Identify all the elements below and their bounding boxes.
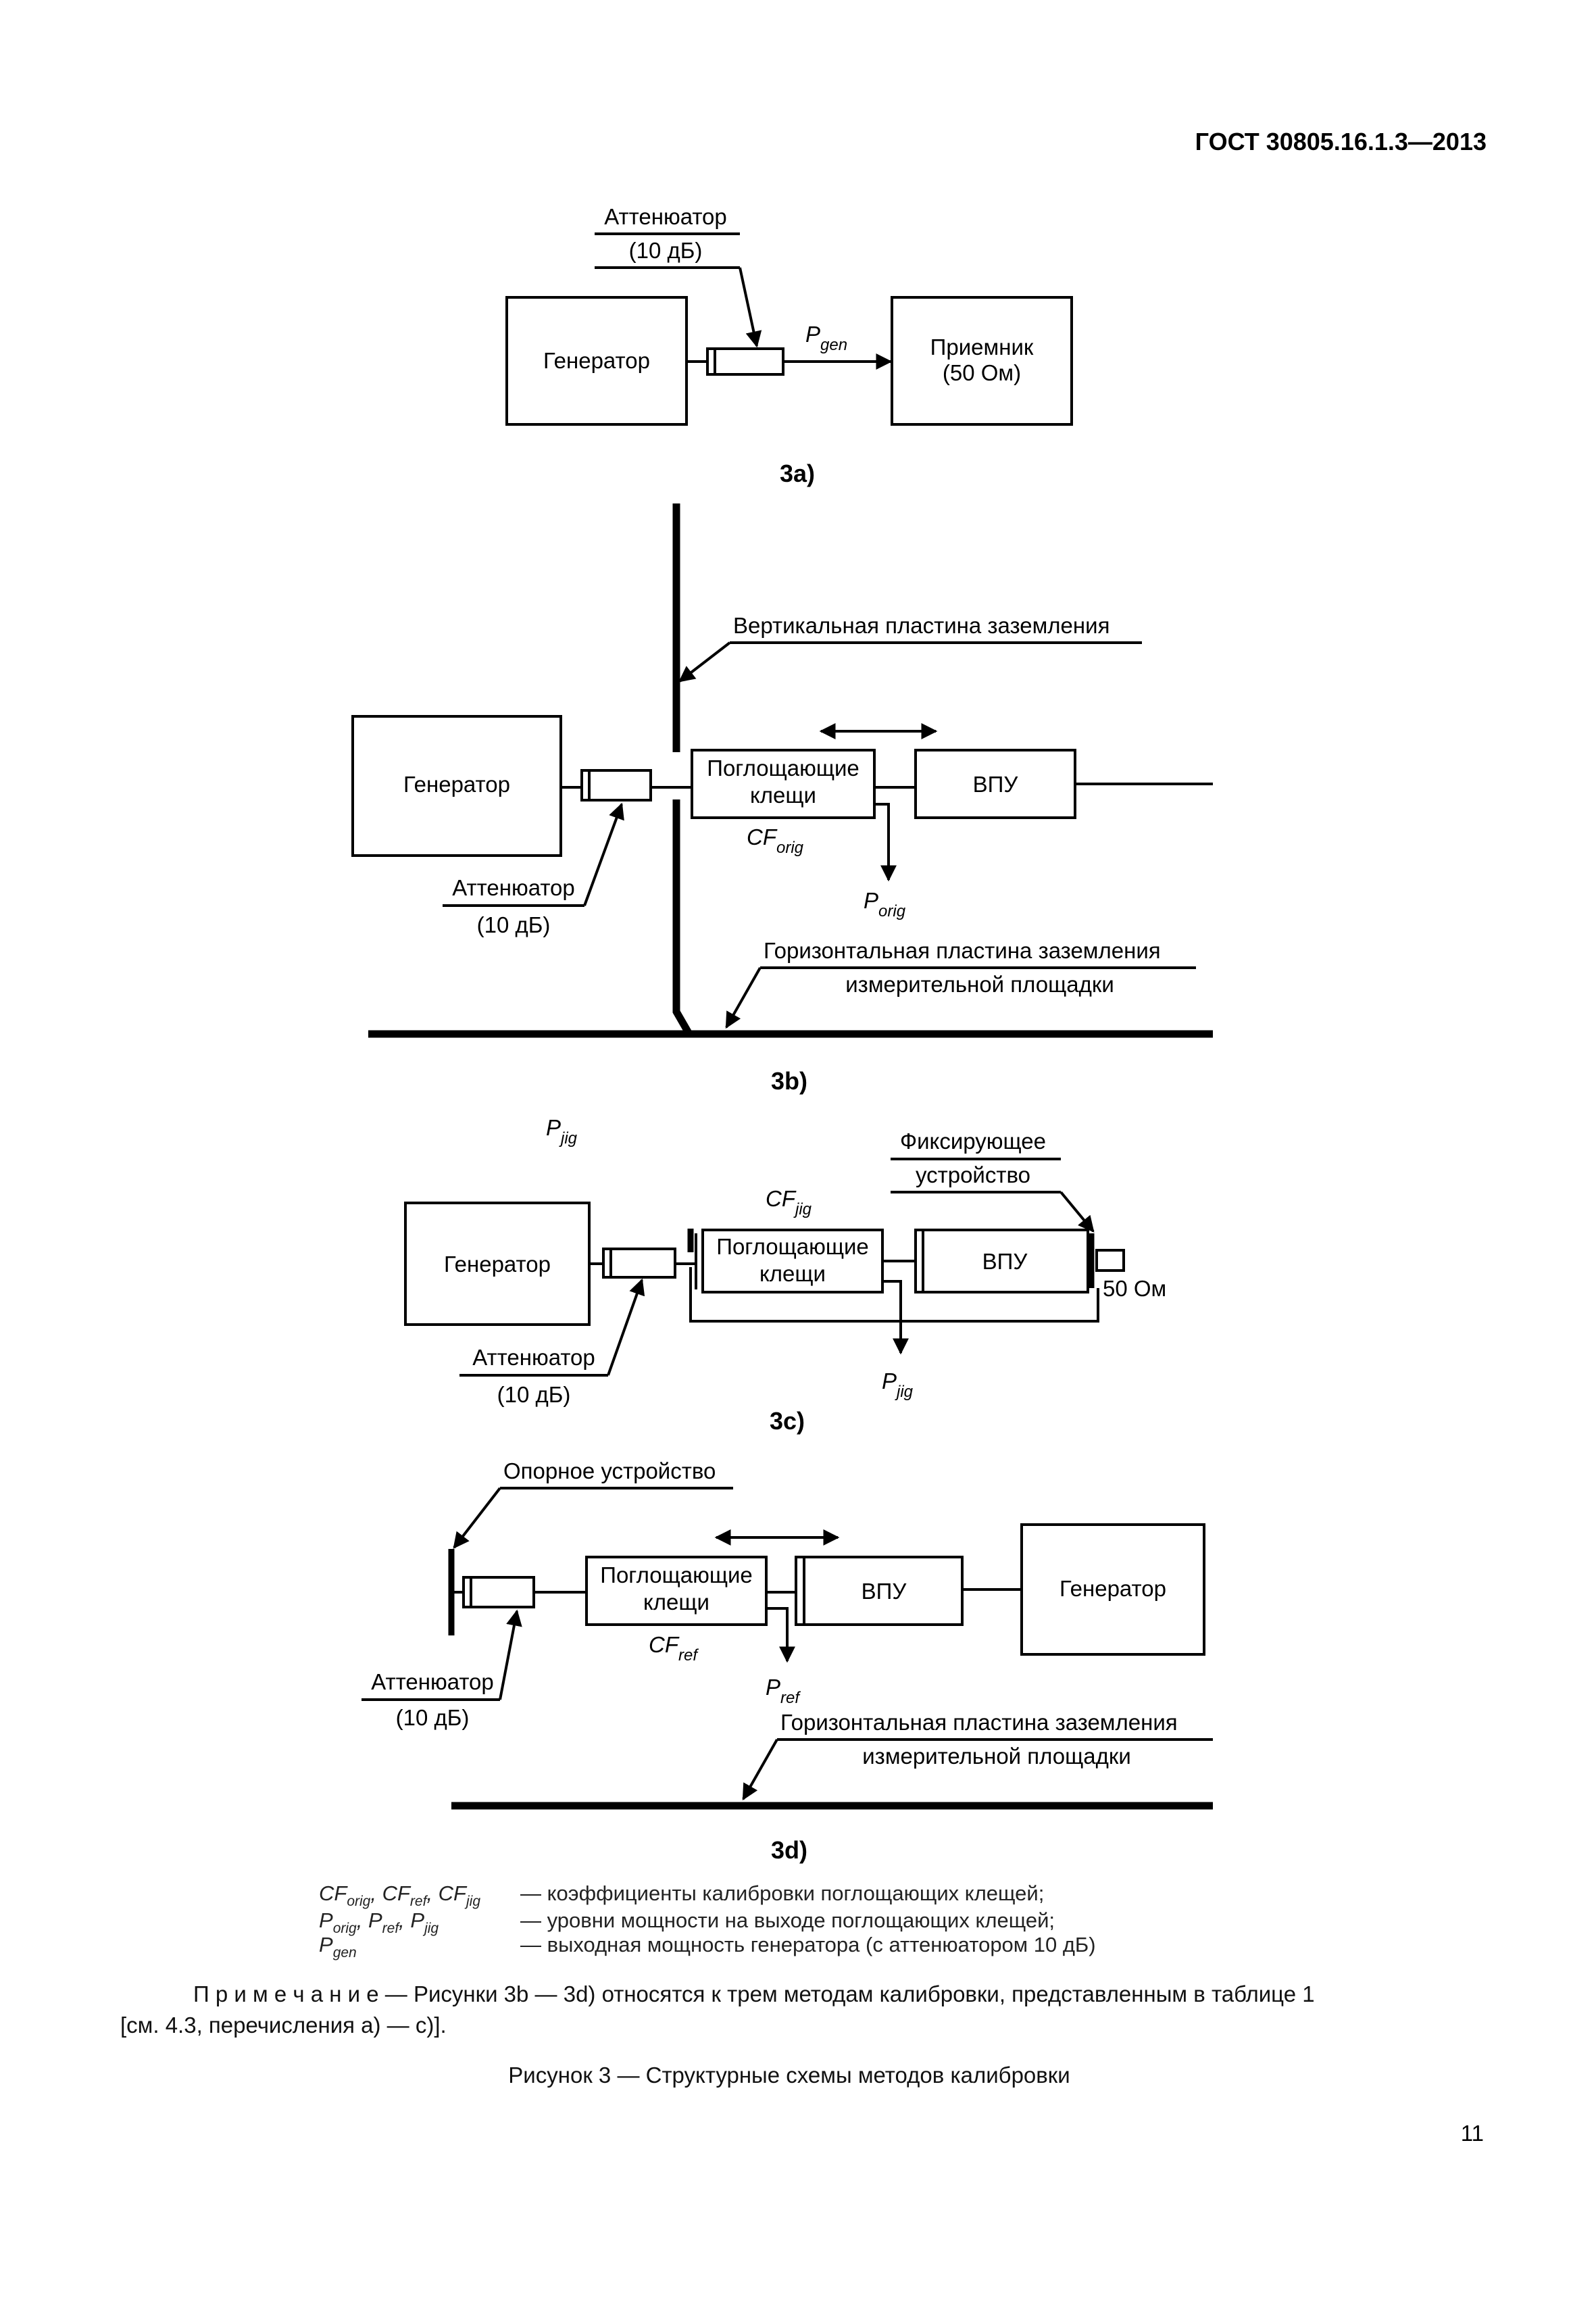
fig3c-attenuator-value: (10 дБ) bbox=[497, 1382, 571, 1407]
fig3d-reference-pointer bbox=[453, 1487, 501, 1549]
fig3c-caption: 3c) bbox=[770, 1407, 805, 1435]
fig3b-caption: 3b) bbox=[771, 1067, 807, 1095]
fig3d-reference-label: Опорное устройство bbox=[503, 1458, 716, 1483]
document-id: ГОСТ 30805.16.1.3—2013 bbox=[1195, 128, 1487, 155]
fig3c-attenuator-block bbox=[602, 1248, 676, 1279]
fig3a-attenuator-value: (10 дБ) bbox=[629, 238, 703, 263]
legend-row2-text: — уровни мощности на выходе поглощающих … bbox=[520, 1908, 1055, 1932]
figure-3a: Аттенюатор (10 дБ) Генератор Pgen Приемн… bbox=[505, 204, 1073, 487]
figure-caption: Рисунок 3 — Структурные схемы методов ка… bbox=[508, 2063, 1070, 2088]
fig3d-vpu-label: ВПУ bbox=[862, 1579, 907, 1604]
fig3b-vpu-box bbox=[914, 749, 1076, 819]
fig3b-attenuator-pointer bbox=[583, 802, 624, 906]
fig3a-attenuator-label: Аттенюатор bbox=[604, 204, 727, 229]
fig3c-generator-label: Генератор bbox=[444, 1252, 551, 1277]
figure-3d: Опорное устройство Поглощающие клещи ВПУ… bbox=[361, 1458, 1213, 1864]
fig3c-vpu-label: ВПУ bbox=[982, 1249, 1028, 1274]
fig3d-vpu-box bbox=[795, 1556, 964, 1626]
fig3b-porig-label: Porig bbox=[864, 888, 906, 920]
fig3b-clamp-box bbox=[691, 749, 876, 819]
fig3c-cfjig-label: CFjig bbox=[766, 1186, 812, 1218]
note-line-2: [см. 4.3, перечисления а) — с)]. bbox=[120, 2013, 447, 2038]
fig3b-horizontal-plane-pointer bbox=[725, 967, 762, 1029]
fig3a-receiver-label-2: (50 Ом) bbox=[943, 360, 1021, 385]
fig3c-clamp-label-2: клещи bbox=[759, 1261, 826, 1286]
fig3c-fixing-label-1: Фиксирующее bbox=[900, 1129, 1046, 1154]
fig3a-receiver-label-1: Приемник bbox=[930, 335, 1034, 360]
fig3c-stray-pjig-label: Pjig bbox=[546, 1115, 578, 1148]
fig3b-horizontal-plane-label-2: измерительной площадки bbox=[845, 972, 1114, 997]
fig3d-horizontal-plane-pointer bbox=[742, 1739, 778, 1801]
note-line-1: П р и м е ч а н и е — Рисунки 3b — 3d) о… bbox=[193, 1981, 1315, 2006]
fig3c-load-label: 50 Ом bbox=[1103, 1276, 1166, 1301]
legend: CForig, CFref, CFjig — коэффициенты кали… bbox=[319, 1881, 1096, 1961]
fig3b-output-arrow bbox=[874, 803, 897, 882]
fig3c-vpu-box bbox=[914, 1229, 1089, 1293]
fig3b-attenuator-label: Аттенюатор bbox=[452, 875, 575, 900]
fig3b-clamp-label-2: клещи bbox=[750, 783, 816, 808]
fig3a-attenuator-block bbox=[706, 347, 784, 376]
fig3b-attenuator-block bbox=[580, 769, 652, 802]
fig3a-generator-box bbox=[505, 296, 688, 426]
legend-row1-text: — коэффициенты калибровки поглощающих кл… bbox=[520, 1881, 1044, 1905]
fig3b-horizontal-plane-label-1: Горизонтальная пластина заземления bbox=[764, 938, 1161, 963]
fig3d-clamp-label-2: клещи bbox=[643, 1589, 709, 1614]
fig3c-attenuator-pointer bbox=[607, 1278, 645, 1376]
legend-row1-terms: CForig, CFref, CFjig bbox=[319, 1881, 480, 1909]
fig3a-receiver-box bbox=[891, 296, 1073, 426]
fig3b-vpu-label: ВПУ bbox=[973, 772, 1019, 797]
fig3a-generator-label: Генератор bbox=[543, 348, 650, 373]
fig3d-cfref-label: CFref bbox=[649, 1632, 699, 1664]
fig3c-output-arrow bbox=[882, 1280, 909, 1355]
fig3d-generator-label: Генератор bbox=[1059, 1576, 1166, 1601]
legend-row2-terms: Porig, Pref, Pjig bbox=[319, 1908, 439, 1936]
fig3a-pgen-label: Pgen bbox=[805, 322, 847, 354]
fig3c-load-block bbox=[1095, 1249, 1125, 1272]
fig3b-vertical-plane-bottom bbox=[672, 799, 693, 1036]
fig3c-fixing-label-2: устройство bbox=[916, 1162, 1030, 1187]
fig3d-generator-box bbox=[1020, 1523, 1205, 1656]
fig3d-attenuator-label: Аттенюатор bbox=[371, 1669, 494, 1694]
fig3d-caption: 3d) bbox=[771, 1836, 807, 1864]
fig3c-attenuator-label: Аттенюатор bbox=[472, 1345, 595, 1370]
fig3a-caption: 3a) bbox=[780, 460, 815, 487]
fig3b-clamp-label-1: Поглощающие bbox=[707, 756, 859, 781]
fig3c-clamp-label-1: Поглощающие bbox=[716, 1234, 869, 1259]
fig3b-vertical-plane-label: Вертикальная пластина заземления bbox=[733, 613, 1109, 638]
page-number: 11 bbox=[1461, 2121, 1484, 2146]
fig3c-generator-box bbox=[404, 1202, 591, 1326]
fig3b-cf-label: CForig bbox=[747, 824, 804, 857]
fig3d-output-arrow bbox=[766, 1607, 795, 1663]
fig3c-jig-frame bbox=[689, 1267, 1099, 1323]
fig3b-vertical-plane-pointer bbox=[678, 641, 731, 683]
fig3a-attenuator-pointer bbox=[739, 267, 762, 348]
figure-3b: Вертикальная пластина заземления Генерат… bbox=[351, 503, 1213, 1095]
fig3c-pjig-label: Pjig bbox=[882, 1368, 914, 1401]
fig3d-attenuator-value: (10 дБ) bbox=[396, 1705, 470, 1730]
fig3b-attenuator-value: (10 дБ) bbox=[477, 912, 551, 937]
fig3b-generator-label: Генератор bbox=[403, 772, 510, 797]
fig3d-pref-label: Pref bbox=[766, 1675, 801, 1707]
legend-row3-term: Pgen bbox=[319, 1933, 357, 1961]
fig3d-horizontal-plane-label-1: Горизонтальная пластина заземления bbox=[780, 1710, 1178, 1735]
figure-3c: Pjig Фиксирующее устройство CFjig Генера… bbox=[404, 1115, 1166, 1435]
fig3d-horizontal-plane-label-2: измерительной площадки bbox=[862, 1744, 1131, 1769]
fig3d-attenuator-block bbox=[462, 1576, 535, 1608]
fig3d-clamp-label-1: Поглощающие bbox=[600, 1562, 753, 1587]
fig3c-fixing-pointer bbox=[1059, 1191, 1095, 1233]
fig3d-attenuator-pointer bbox=[499, 1609, 522, 1700]
legend-row3-text: — выходная мощность генератора (с аттеню… bbox=[520, 1933, 1096, 1956]
